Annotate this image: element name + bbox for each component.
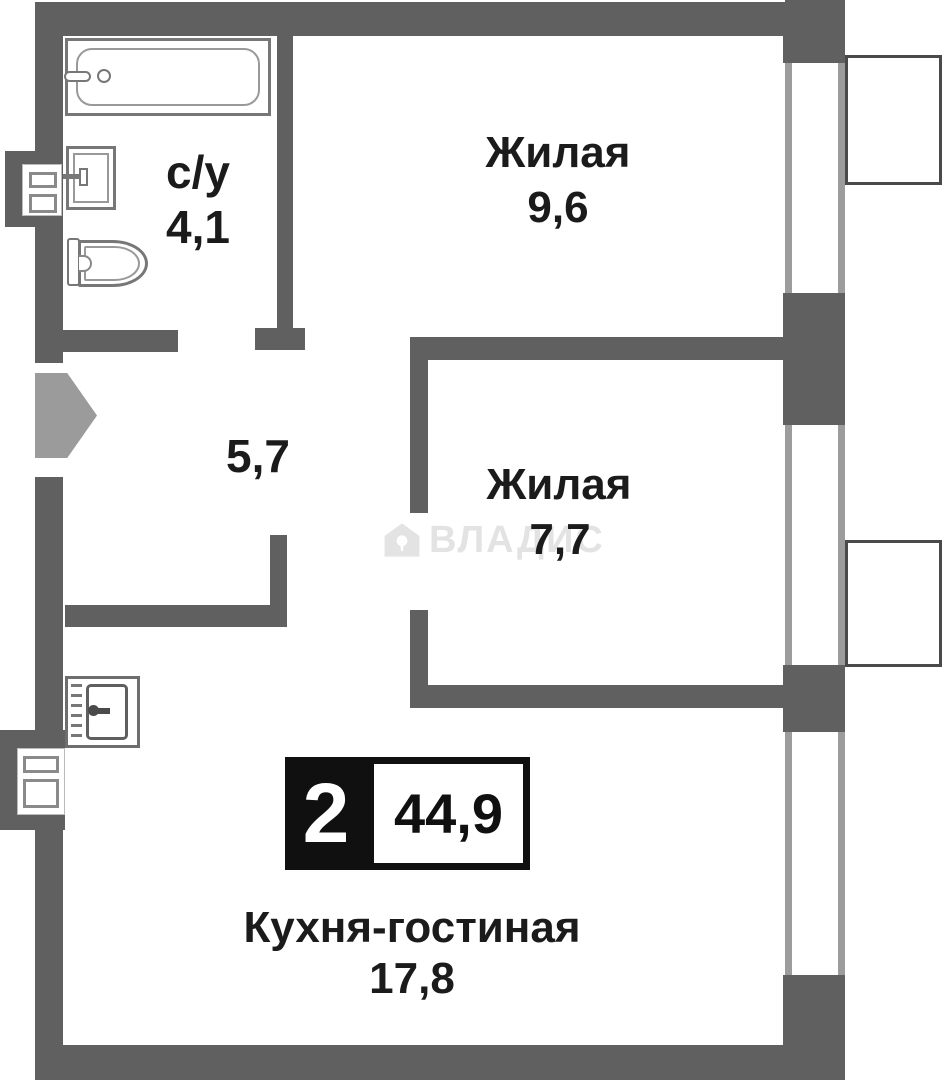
balcony-middle bbox=[845, 540, 942, 667]
wall-living2-bottom bbox=[410, 685, 783, 708]
wall-living2-left-lower bbox=[410, 610, 428, 687]
room-label-bathroom: с/у bbox=[166, 146, 230, 198]
entrance-door-icon bbox=[35, 373, 97, 458]
watermark: ВЛАДИС bbox=[383, 521, 605, 559]
room-area-bathroom: 4,1 bbox=[166, 201, 230, 253]
window-kitchen-outer bbox=[838, 732, 845, 975]
kitchen-sink-drain-lines bbox=[71, 684, 82, 740]
window-living1-outer bbox=[838, 63, 845, 293]
wall-right-a bbox=[783, 36, 845, 63]
shaft-vent-rect bbox=[23, 756, 59, 773]
wall-left-middle bbox=[35, 477, 63, 730]
wall-bathroom-partition bbox=[277, 36, 293, 330]
toilet-bowl-inner bbox=[84, 246, 140, 281]
window-living1 bbox=[785, 63, 792, 293]
wall-bathroom-bottom bbox=[35, 330, 178, 352]
bathtub-faucet-stub bbox=[64, 71, 91, 82]
watermark-text: ВЛАДИС bbox=[429, 519, 605, 561]
wall-bathroom-partition-foot bbox=[255, 328, 305, 350]
room-label-living1: Жилая bbox=[485, 128, 631, 177]
wall-bottom bbox=[35, 1045, 845, 1080]
shaft-vent-rect bbox=[29, 194, 57, 213]
kitchen-faucet-icon bbox=[88, 705, 99, 716]
kitchen-faucet-stub bbox=[97, 708, 110, 714]
room-area-living1: 9,6 bbox=[527, 183, 589, 232]
room-area-kitchen: 17,8 bbox=[369, 954, 455, 1003]
wall-living2-left-upper bbox=[410, 338, 428, 513]
window-kitchen bbox=[785, 732, 792, 975]
room-label-kitchen: Кухня-гостиная bbox=[243, 903, 581, 952]
wall-hallway-kitchen-stub bbox=[270, 535, 287, 607]
room-area-living2: 7,7 bbox=[529, 515, 591, 564]
window-living2-outer bbox=[838, 425, 845, 665]
window-living2 bbox=[785, 425, 792, 665]
wall-right-d bbox=[783, 975, 845, 1045]
sink-faucet-tab bbox=[79, 168, 88, 186]
balcony-top bbox=[845, 55, 942, 185]
wall-right-c bbox=[783, 665, 845, 732]
toilet-flush-button bbox=[79, 255, 92, 272]
shaft-vent-rect bbox=[29, 172, 57, 188]
sink-faucet-icon bbox=[63, 174, 81, 179]
room-label-living2: Жилая bbox=[486, 460, 632, 509]
wall-hallway-kitchen bbox=[65, 605, 287, 627]
info-badge: 2 44,9 bbox=[285, 757, 530, 870]
wall-top bbox=[35, 2, 845, 36]
room-area-hallway: 5,7 bbox=[226, 430, 290, 482]
badge-total-area: 44,9 bbox=[367, 757, 530, 870]
shaft-vent-rect bbox=[23, 779, 59, 808]
wall-left-lower bbox=[35, 830, 63, 1045]
wall-right-b bbox=[783, 293, 845, 425]
wall-living1-bottom bbox=[410, 337, 783, 360]
house-icon bbox=[384, 523, 420, 557]
badge-room-count: 2 bbox=[285, 757, 367, 870]
bathtub-faucet-icon bbox=[97, 69, 111, 83]
